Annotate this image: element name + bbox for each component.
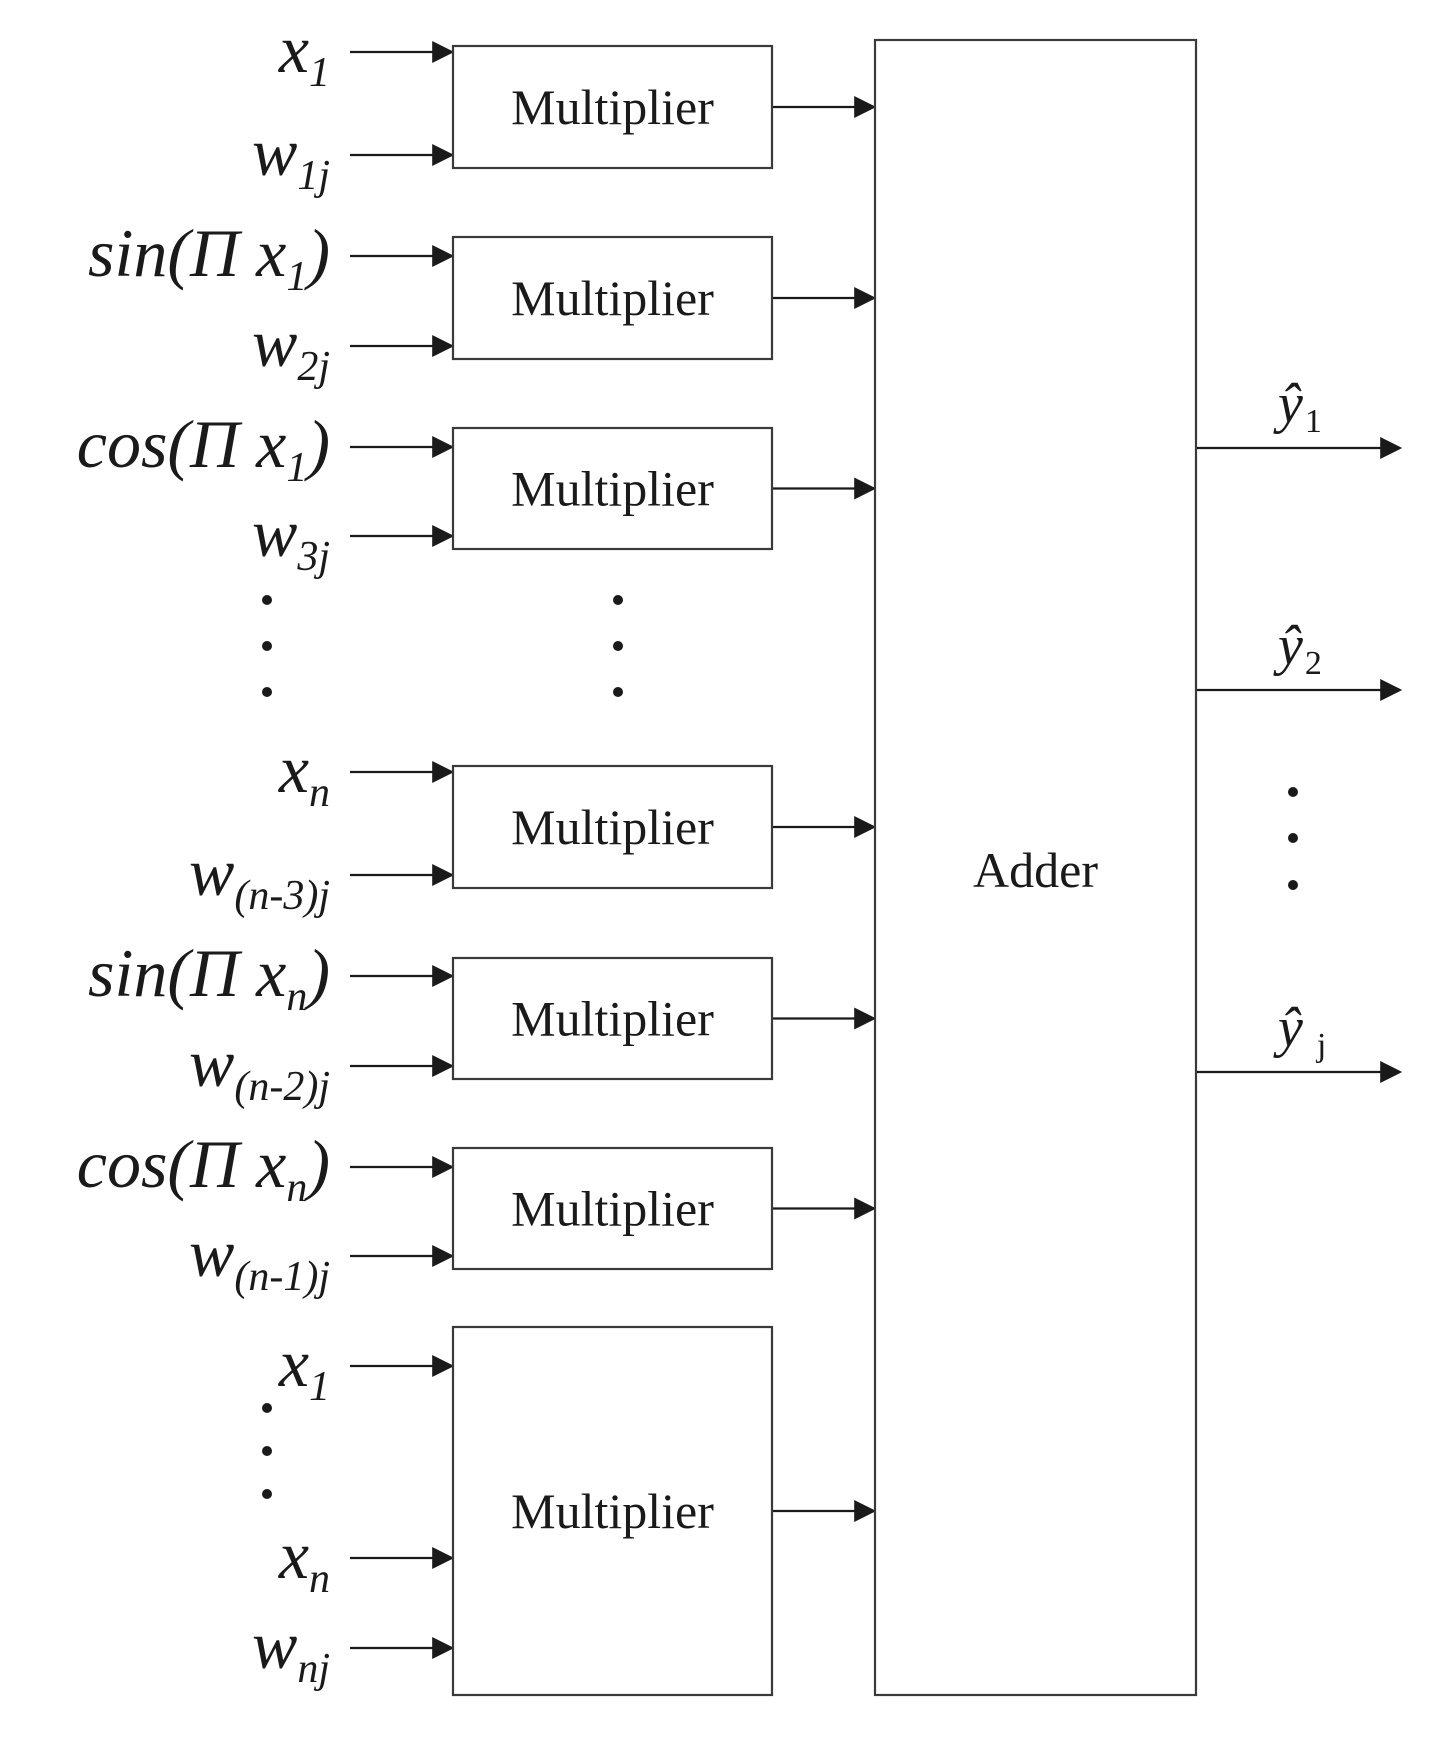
- ellipsis-dot: [262, 1446, 272, 1456]
- multiplier-label: Multiplier: [511, 1483, 714, 1539]
- input-label: w(n-3)j: [189, 834, 330, 919]
- ellipsis-dot: [262, 641, 272, 651]
- ellipsis-dot: [262, 595, 272, 605]
- multiplier-box: [451, 235, 774, 361]
- blocks: [451, 38, 1198, 1697]
- ellipsis-dot: [1288, 880, 1298, 890]
- multiplier-label: Multiplier: [511, 799, 714, 855]
- adder-box: [873, 38, 1198, 1697]
- ellipsis-dot: [613, 641, 623, 651]
- input-label: x1: [278, 1325, 330, 1410]
- ellipsis-dot: [262, 1489, 272, 1499]
- multiplier-box: [451, 426, 774, 551]
- adder-label: Adder: [973, 842, 1098, 898]
- input-label: w3j: [252, 495, 330, 580]
- multiplier-box: [451, 1325, 774, 1697]
- input-label: w2j: [252, 305, 330, 390]
- ellipsis-dot: [1288, 787, 1298, 797]
- output-label: ŷ2: [1273, 615, 1322, 682]
- multiplier-label: Multiplier: [511, 79, 714, 135]
- connection-wires: [350, 41, 1403, 1659]
- input-label: cos(Π x1): [77, 406, 330, 491]
- ellipsis-dot: [613, 595, 623, 605]
- multiplier-label: Multiplier: [511, 270, 714, 326]
- input-label: sin(Π xn): [88, 935, 330, 1020]
- output-label: ŷ1: [1273, 373, 1322, 440]
- multiplier-box: [451, 44, 774, 170]
- ellipsis-dot: [262, 1403, 272, 1413]
- multiplier-label: Multiplier: [511, 461, 714, 517]
- multiplier-label: Multiplier: [511, 991, 714, 1047]
- input-label: x1: [278, 11, 330, 96]
- input-label: w(n-1)j: [189, 1215, 330, 1300]
- ellipsis-dot: [613, 687, 623, 697]
- input-label: sin(Π x1): [88, 215, 330, 300]
- ellipsis-dots: [262, 595, 1298, 1499]
- input-label: xn: [278, 731, 330, 816]
- multiplier-box: [451, 764, 774, 890]
- input-label: wnj: [252, 1607, 330, 1692]
- input-label: xn: [278, 1517, 330, 1602]
- ellipsis-dot: [262, 687, 272, 697]
- multiplier-box: [451, 1146, 774, 1271]
- input-label: cos(Π xn): [77, 1126, 330, 1211]
- input-label: w1j: [252, 114, 330, 199]
- input-label: w(n-2)j: [189, 1025, 330, 1110]
- multiplier-label: Multiplier: [511, 1181, 714, 1237]
- ellipsis-dot: [1288, 833, 1298, 843]
- multiplier-box: [451, 956, 774, 1081]
